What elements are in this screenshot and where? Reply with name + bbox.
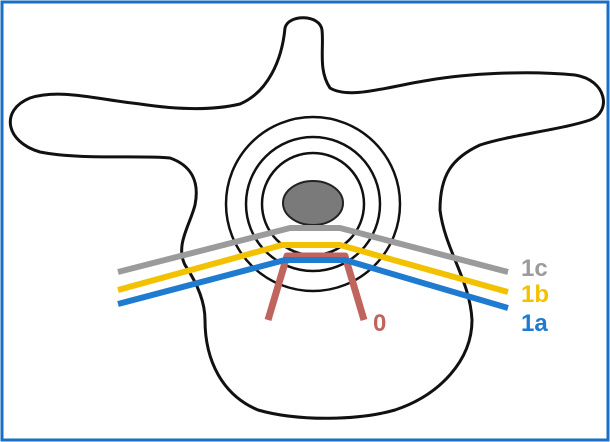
label-0: 0 [373,310,386,337]
label-1c: 1c [521,255,548,282]
label-1b: 1b [521,281,549,308]
spinal-cord [283,181,343,225]
label-1a: 1a [521,310,548,337]
line-1a [118,260,508,308]
line-0 [268,256,364,320]
line-1b [118,245,508,292]
